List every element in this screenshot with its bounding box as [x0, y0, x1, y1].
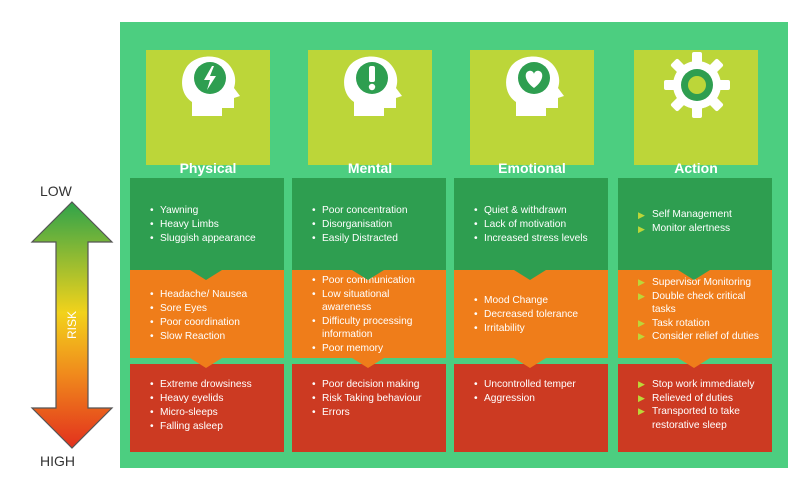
- head-lightning-icon: [182, 56, 240, 116]
- list-item: Disorganisation: [312, 218, 438, 232]
- list-item: Quiet & withdrawn: [474, 204, 600, 218]
- list-item: Monitor alertness: [638, 222, 764, 236]
- list-item: Heavy Limbs: [150, 218, 276, 232]
- list-item: Increased stress levels: [474, 232, 600, 246]
- band-high: Extreme drowsiness Heavy eyelids Micro-s…: [130, 364, 284, 452]
- band-low: Poor concentration Disorganisation Easil…: [292, 178, 446, 280]
- column-header: Mental: [308, 50, 432, 176]
- list-item: Irritability: [474, 322, 600, 336]
- band-high: Stop work immediately Relieved of duties…: [618, 364, 772, 452]
- band-low: Quiet & withdrawn Lack of motivation Inc…: [454, 178, 608, 280]
- list-item: Self Management: [638, 208, 764, 222]
- fatigue-panel: Physical Yawning Heavy Limbs Sluggish ap…: [120, 22, 788, 468]
- column-emotional: Emotional Quiet & withdrawn Lack of moti…: [454, 22, 608, 468]
- band-medium: Headache/ Nausea Sore Eyes Poor coordina…: [130, 270, 284, 368]
- list-item: Poor decision making: [312, 378, 438, 392]
- band-low: Self Management Monitor alertness: [618, 178, 772, 280]
- band-high: Uncontrolled temper Aggression: [454, 364, 608, 452]
- list-item: Supervisor Monitoring: [638, 276, 764, 290]
- column-title: Physical: [179, 160, 237, 176]
- column-action: Action Self Management Monitor alertness…: [618, 22, 772, 468]
- column-header: Emotional: [470, 50, 594, 176]
- list-item: Sore Eyes: [150, 302, 276, 316]
- list-item: Errors: [312, 406, 438, 420]
- column-header: Action: [634, 50, 758, 176]
- list-item: Heavy eyelids: [150, 392, 276, 406]
- list-item: Mood Change: [474, 294, 600, 308]
- list-item: Uncontrolled temper: [474, 378, 600, 392]
- column-physical: Physical Yawning Heavy Limbs Sluggish ap…: [130, 22, 284, 468]
- risk-high-label: HIGH: [40, 453, 75, 469]
- list-item: Poor memory: [312, 342, 438, 356]
- list-item: Falling asleep: [150, 420, 276, 434]
- list-item: Slow Reaction: [150, 330, 276, 344]
- gear-icon: [664, 52, 730, 118]
- list-item: Aggression: [474, 392, 600, 406]
- column-title: Mental: [347, 160, 393, 176]
- list-item: Decreased tolerance: [474, 308, 600, 322]
- list-item: Poor concentration: [312, 204, 438, 218]
- list-item: Low situational awareness: [312, 288, 438, 315]
- list-item: Risk Taking behaviour: [312, 392, 438, 406]
- risk-low-label: LOW: [40, 183, 72, 199]
- list-item: Task rotation: [638, 317, 764, 331]
- risk-arrow-icon: RISK: [30, 201, 114, 449]
- list-item: Yawning: [150, 204, 276, 218]
- column-mental: Mental Poor concentration Disorganisatio…: [292, 22, 446, 468]
- column-title: Emotional: [498, 160, 566, 176]
- list-item: Relieved of duties: [638, 392, 764, 406]
- list-item: Headache/ Nausea: [150, 288, 276, 302]
- list-item: Difficulty processing information: [312, 315, 438, 342]
- list-item: Extreme drowsiness: [150, 378, 276, 392]
- list-item: Easily Distracted: [312, 232, 438, 246]
- band-low: Yawning Heavy Limbs Sluggish appearance: [130, 178, 284, 280]
- list-item: Stop work immediately: [638, 378, 764, 392]
- list-item: Lack of motivation: [474, 218, 600, 232]
- band-medium: Poor communication Low situational aware…: [292, 270, 446, 368]
- band-high: Poor decision making Risk Taking behavio…: [292, 364, 446, 452]
- list-item: Consider relief of duties: [638, 330, 764, 344]
- head-heart-icon: [506, 56, 564, 116]
- list-item: Micro-sleeps: [150, 406, 276, 420]
- head-exclamation-icon: [344, 56, 402, 116]
- list-item: Double check critical tasks: [638, 290, 764, 317]
- list-item: Transported to take restorative sleep: [638, 405, 764, 432]
- column-title: Action: [674, 160, 718, 176]
- list-item: Poor coordination: [150, 316, 276, 330]
- list-item: Poor communication: [312, 274, 438, 288]
- band-medium: Mood Change Decreased tolerance Irritabi…: [454, 270, 608, 368]
- band-medium: Supervisor Monitoring Double check criti…: [618, 270, 772, 368]
- list-item: Sluggish appearance: [150, 232, 276, 246]
- column-header: Physical: [146, 50, 270, 176]
- risk-axis-label: RISK: [65, 311, 79, 339]
